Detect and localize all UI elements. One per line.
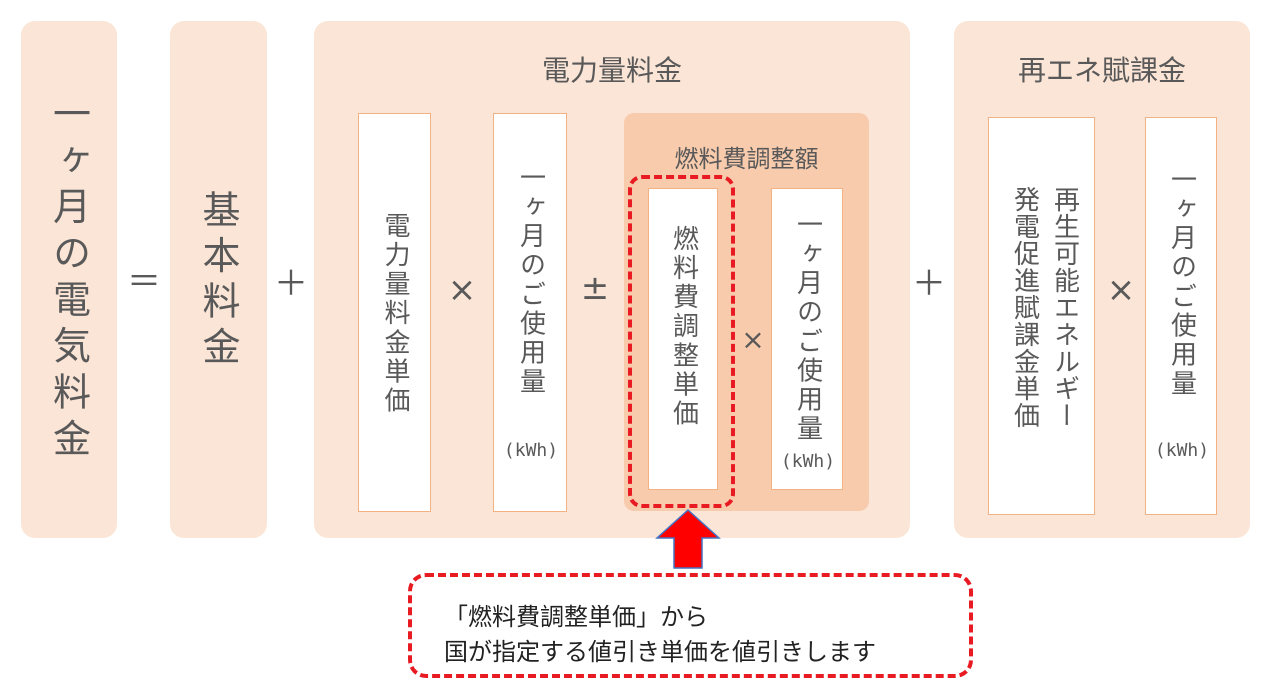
times-operator-2: ×: [741, 323, 765, 356]
basic-charge-label: 基本料金: [196, 189, 240, 373]
times-operator-3: ×: [1106, 270, 1136, 310]
fuel-usage-label: 一ヶ月のご使用量: [792, 211, 823, 444]
energy-usage-label: 一ヶ月のご使用量: [515, 164, 546, 397]
renewable-unit-price-box: 再生可能エネルギー 発電促進賦課金単価: [988, 117, 1095, 515]
arrow-up-icon: [655, 508, 721, 569]
fuel-unit-price-label: 燃料費調整単価: [668, 225, 699, 429]
basic-charge-box: 基本料金: [170, 21, 267, 538]
plus-operator-2: ＋: [912, 264, 946, 304]
plusminus-operator: ±: [580, 268, 610, 308]
fuel-usage-box: 一ヶ月のご使用量 (kWh): [771, 188, 843, 490]
energy-charge-title: 電力量料金: [541, 54, 682, 87]
equals-operator: ＝: [127, 262, 161, 302]
renewable-surcharge-title: 再エネ賦課金: [1017, 54, 1186, 87]
plus-operator-1: ＋: [274, 264, 308, 304]
energy-unit-price-box: 電力量料金単価: [358, 113, 431, 512]
renewable-usage-unit: (kWh): [1154, 440, 1210, 461]
total-charge-box: 一ヶ月の電気料金: [21, 21, 117, 538]
renewable-unit-price-line2: 発電促進賦課金単価: [1009, 186, 1040, 430]
energy-usage-box: 一ヶ月のご使用量 (kWh): [493, 113, 567, 512]
energy-usage-unit: (kWh): [503, 440, 559, 461]
energy-unit-price-label: 電力量料金単価: [380, 211, 410, 416]
renewable-usage-box: 一ヶ月のご使用量 (kWh): [1145, 117, 1217, 515]
fuel-unit-price-highlight: [628, 175, 735, 508]
discount-callout: 「燃料費調整単価」から 国が指定する値引き単価を値引きします: [408, 573, 973, 678]
fuel-unit-price-box: 燃料費調整単価: [648, 188, 718, 490]
discount-callout-line1: 「燃料費調整単価」から: [444, 603, 708, 631]
times-operator-1: ×: [447, 270, 477, 310]
renewable-unit-price-line1: 再生可能エネルギー: [1049, 186, 1080, 430]
renewable-usage-label: 一ヶ月のご使用量: [1166, 166, 1197, 399]
fuel-usage-unit: (kWh): [780, 451, 836, 472]
discount-callout-line2: 国が指定する値引き単価を値引きします: [444, 638, 876, 666]
fuel-adjustment-title: 燃料費調整額: [674, 145, 819, 173]
total-charge-label: 一ヶ月の電気料金: [46, 94, 91, 465]
